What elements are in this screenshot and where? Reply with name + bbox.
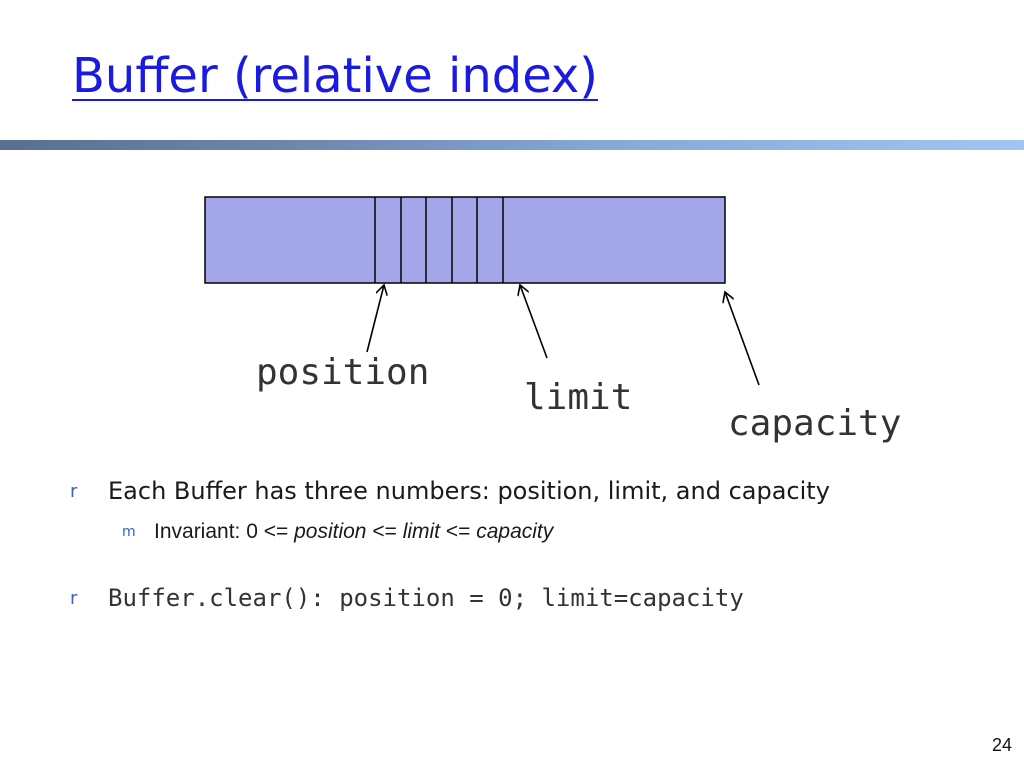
position-label: position bbox=[256, 352, 429, 393]
invariant-operator: <= bbox=[366, 520, 403, 543]
invariant-prefix: Invariant: 0 <= bbox=[154, 520, 295, 543]
slide-title: Buffer (relative index) bbox=[72, 48, 599, 104]
bullet-code-text: Buffer.clear(): position = 0; limit=capa… bbox=[108, 584, 744, 612]
page-number: 24 bbox=[991, 735, 1012, 755]
bullet-item: r Buffer.clear(): position = 0; limit=cap… bbox=[70, 584, 744, 612]
bullet-marker: r bbox=[70, 480, 78, 502]
invariant-operator: <= bbox=[440, 520, 477, 543]
capacity-arrow bbox=[725, 292, 760, 386]
invariant-text: Invariant: 0 <= position <= limit <= cap… bbox=[154, 520, 553, 543]
capacity-label: capacity bbox=[728, 403, 901, 444]
invariant-term-position: position bbox=[294, 520, 367, 543]
position-arrow bbox=[366, 285, 384, 353]
sub-bullet-marker: m bbox=[122, 524, 136, 540]
sub-bullet-item: m Invariant: 0 <= position <= limit <= ca… bbox=[122, 520, 553, 544]
bullet-text: Each Buffer has three numbers: position,… bbox=[108, 477, 830, 505]
title-divider-bar bbox=[0, 140, 1024, 150]
bullet-item: r Each Buffer has three numbers: position… bbox=[70, 477, 830, 505]
invariant-term-limit: limit bbox=[402, 520, 441, 543]
buffer-rectangle bbox=[204, 196, 726, 284]
bullet-marker: r bbox=[70, 587, 78, 609]
limit-arrow bbox=[520, 285, 548, 359]
buffer-diagram: position limit capacity bbox=[204, 196, 901, 444]
limit-label: limit bbox=[524, 377, 632, 418]
invariant-term-capacity: capacity bbox=[476, 520, 554, 543]
